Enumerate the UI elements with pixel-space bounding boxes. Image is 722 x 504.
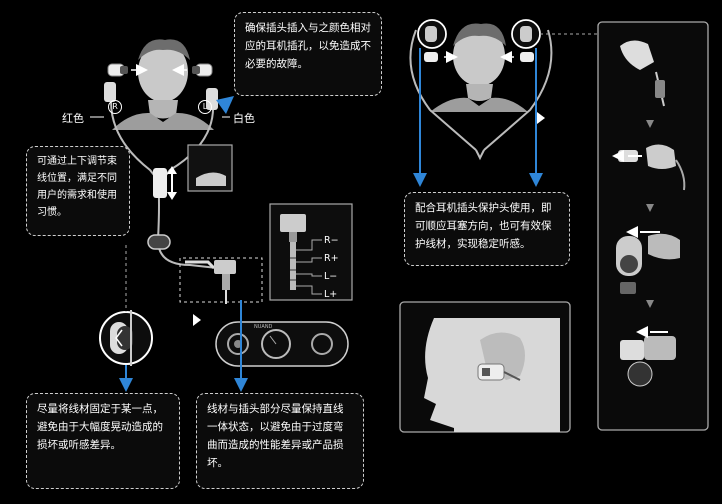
l-marker-text: L [203,102,207,111]
l-marker-icon: L [198,100,212,114]
label-white: 白色 [233,110,255,126]
r-marker-text: R [112,102,118,111]
note-bottom-center-text: 线材与插头部分尽量保持直线一体状态，以避免由于过度弯曲而造成的性能差异或产品损坏… [207,403,344,469]
pin-label: L+ [324,286,339,304]
right-tip-left [418,20,452,62]
cable-slider [153,166,177,200]
audio-plug [185,260,236,304]
left-head-illustration [112,39,214,130]
left-connector [104,82,116,102]
note-right-mid-text: 配合耳机插头保护头使用，即可顺应耳塞方向，也可有效保护线材，实现稳定听感。 [415,202,552,250]
cable-clip [148,235,170,249]
note-bottom-left: 尽量将线材固定于某一点，避免由于大幅度晃动造成的损坏或听感差异。 [26,393,180,489]
face-profile-panel [400,302,570,432]
label-red: 红色 [62,110,84,126]
plug-pin-diagram [270,204,352,300]
slider-detail-box [188,145,232,191]
note-left-mid-text: 可通过上下调节束线位置，满足不同用户的需求和使用习惯。 [37,156,117,218]
clip-closeup-circle [100,310,152,366]
pin-label: R− [324,232,339,250]
right-tip-right [506,20,540,62]
step-panel [598,22,708,430]
r-marker-icon: R [108,100,122,114]
left-earbud-red [108,64,142,76]
device-brand-label: NUAND [254,324,272,330]
note-bottom-center: 线材与插头部分尽量保持直线一体状态，以避免由于过度弯曲而造成的性能差异或产品损坏… [196,393,364,489]
pin-label: L− [324,268,339,286]
pin-label: R+ [324,250,339,268]
plug-pin-labels: R− R+ L− L+ [324,232,339,304]
note-left-mid: 可通过上下调节束线位置，满足不同用户的需求和使用习惯。 [26,146,130,236]
note-top-center-text: 确保插头插入与之颜色相对应的耳机插孔，以免造成不必要的故障。 [245,22,371,70]
play-triangle-right [537,112,545,124]
note-bottom-left-text: 尽量将线材固定于某一点，避免由于大幅度晃动造成的损坏或听感差异。 [37,403,163,451]
play-triangle-left [193,314,201,326]
note-right-mid: 配合耳机插头保护头使用，即可顺应耳塞方向，也可有效保护线材，实现稳定听感。 [404,192,570,266]
note-top-center: 确保插头插入与之颜色相对应的耳机插孔，以免造成不必要的故障。 [234,12,382,96]
audio-player-device [216,322,348,366]
